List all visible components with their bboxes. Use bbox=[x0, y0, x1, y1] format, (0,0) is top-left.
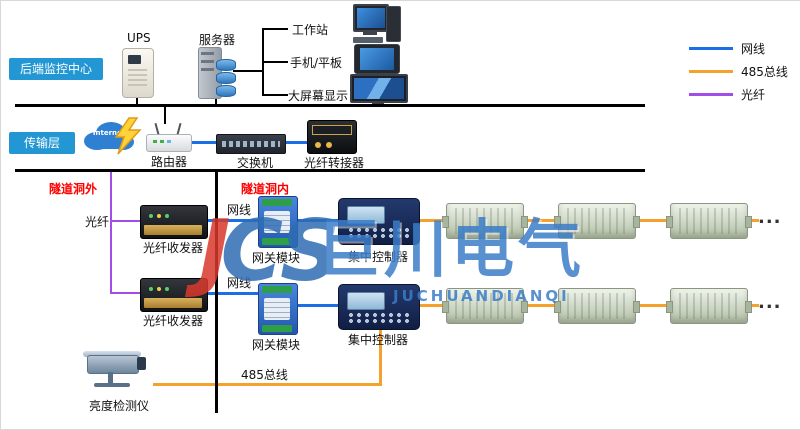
legend-line-fiber bbox=[689, 93, 733, 96]
router-switch-link bbox=[190, 141, 216, 144]
branch-stub-mobile bbox=[264, 61, 288, 63]
branch-stub-workstation bbox=[264, 28, 288, 30]
net-cable-label-row1: 网线 bbox=[227, 203, 252, 217]
ups-vents bbox=[128, 69, 147, 71]
tunnel-outside-label: 隧道洞外 bbox=[49, 182, 98, 196]
legend-label-485bus: 485总线 bbox=[741, 65, 788, 79]
led-driver-icon-r1-2 bbox=[554, 203, 640, 239]
branch-vertical-line bbox=[262, 28, 264, 96]
tunnel-divider-line bbox=[215, 172, 218, 413]
gateway-module-icon-row2 bbox=[258, 283, 298, 335]
led-driver-icon-r1-3 bbox=[666, 203, 752, 239]
pc-tower-icon bbox=[386, 6, 401, 42]
branch-stub-bigscreen bbox=[264, 94, 288, 96]
monitor-icon bbox=[353, 4, 389, 32]
fiber-stub-row2 bbox=[112, 292, 140, 294]
workstation-icon bbox=[353, 4, 403, 44]
bigscreen-label: 大屏幕显示 bbox=[288, 89, 349, 103]
bigscreen-icon bbox=[350, 74, 408, 104]
gateway-module-label-row1: 网关模块 bbox=[252, 251, 301, 265]
fiber-transceiver-label-row2: 光纤收发器 bbox=[143, 314, 204, 328]
controller-icon-row1 bbox=[338, 198, 420, 245]
controller-keypad bbox=[347, 312, 409, 324]
switch-adapter-link bbox=[284, 141, 307, 144]
ups-icon bbox=[122, 48, 154, 98]
ups-drop-line bbox=[136, 96, 138, 105]
tunnel-inside-label: 隧道洞内 bbox=[241, 182, 290, 196]
bus-line-bottom-horizontal bbox=[153, 383, 382, 386]
server-drop-line bbox=[215, 97, 217, 105]
brightness-detector-label: 亮度检测仪 bbox=[89, 399, 150, 413]
router-label: 路由器 bbox=[151, 155, 188, 169]
legend-line-485bus bbox=[689, 70, 733, 73]
internet-label: Internet bbox=[92, 129, 126, 137]
fiber-jack bbox=[315, 142, 321, 148]
bus-line-r1-b bbox=[522, 219, 558, 222]
bus-line-r2-a bbox=[418, 304, 446, 307]
bus-line-r2-c bbox=[634, 304, 670, 307]
server-label: 服务器 bbox=[199, 33, 236, 47]
ellipsis-row2: ... bbox=[758, 292, 782, 313]
controller-label-row2: 集中控制器 bbox=[348, 333, 409, 347]
controller-screen bbox=[347, 292, 385, 310]
backbone-line-top bbox=[15, 104, 645, 107]
ellipsis-row1: ... bbox=[758, 207, 782, 228]
workstation-label: 工作站 bbox=[292, 23, 329, 37]
legend-line-network bbox=[689, 47, 733, 50]
switch-ports bbox=[222, 141, 280, 147]
net-cable-label-row2: 网线 bbox=[227, 276, 252, 290]
led-driver-icon-r2-3 bbox=[666, 288, 752, 324]
fiber-trunk-line bbox=[110, 172, 112, 294]
keyboard-icon bbox=[353, 37, 383, 43]
bus-line-r1-c bbox=[634, 219, 670, 222]
bus-line-r2-d bbox=[746, 304, 759, 307]
server-icon bbox=[198, 47, 236, 99]
server-slots bbox=[201, 52, 214, 55]
fiber-transceiver-icon-row2 bbox=[140, 278, 208, 312]
brightness-detector-icon bbox=[81, 345, 157, 395]
fiber-adapter-icon bbox=[307, 120, 357, 154]
legend-label-fiber: 光纤 bbox=[741, 88, 766, 102]
bus-line-bottom-vertical bbox=[379, 329, 382, 386]
switch-label: 交换机 bbox=[237, 156, 274, 170]
ups-display bbox=[128, 55, 141, 64]
switch-icon bbox=[216, 134, 286, 154]
bus-line-r2-b bbox=[522, 304, 558, 307]
backbone-line-bottom bbox=[15, 169, 645, 172]
gateway-module-label-row2: 网关模块 bbox=[252, 338, 301, 352]
tablet-icon bbox=[354, 44, 400, 74]
camera-lens bbox=[137, 357, 146, 370]
ups-label: UPS bbox=[127, 31, 151, 45]
gateway-controller-link-row2 bbox=[296, 304, 338, 307]
lightning-icon bbox=[114, 117, 142, 155]
router-uplink-line bbox=[164, 107, 166, 124]
bus-line-r1-a bbox=[418, 219, 446, 222]
gateway-module-icon-row1 bbox=[258, 196, 298, 248]
legend-label-network: 网线 bbox=[741, 42, 766, 56]
led-driver-icon-r1-1 bbox=[442, 203, 528, 239]
fiber-transceiver-icon-row1 bbox=[140, 205, 208, 239]
net-cable-line-row2 bbox=[206, 292, 258, 295]
transmission-layer-badge: 传输层 bbox=[9, 132, 75, 154]
fiber-label: 光纤 bbox=[85, 215, 110, 229]
backend-center-badge: 后端监控中心 bbox=[9, 58, 103, 80]
fiber-adapter-label: 光纤转接器 bbox=[304, 156, 365, 170]
router-icon bbox=[146, 122, 192, 153]
controller-label-row1: 集中控制器 bbox=[348, 250, 409, 264]
net-cable-line-row1 bbox=[206, 219, 258, 222]
bus-line-r1-d bbox=[746, 219, 759, 222]
controller-keypad bbox=[347, 227, 409, 239]
controller-icon-row2 bbox=[338, 284, 420, 330]
gateway-controller-link-row1 bbox=[296, 219, 338, 222]
router-leds bbox=[153, 140, 157, 143]
database-stack-icon bbox=[216, 59, 236, 98]
bus-485-label: 485总线 bbox=[241, 368, 288, 382]
fiber-stub-row1 bbox=[112, 220, 140, 222]
controller-screen bbox=[347, 206, 385, 224]
mobile-tablet-label: 手机/平板 bbox=[290, 56, 343, 70]
server-branch-line bbox=[233, 70, 264, 72]
led-driver-icon-r2-2 bbox=[554, 288, 640, 324]
led-driver-icon-r2-1 bbox=[442, 288, 528, 324]
fiber-transceiver-label-row1: 光纤收发器 bbox=[143, 241, 204, 255]
